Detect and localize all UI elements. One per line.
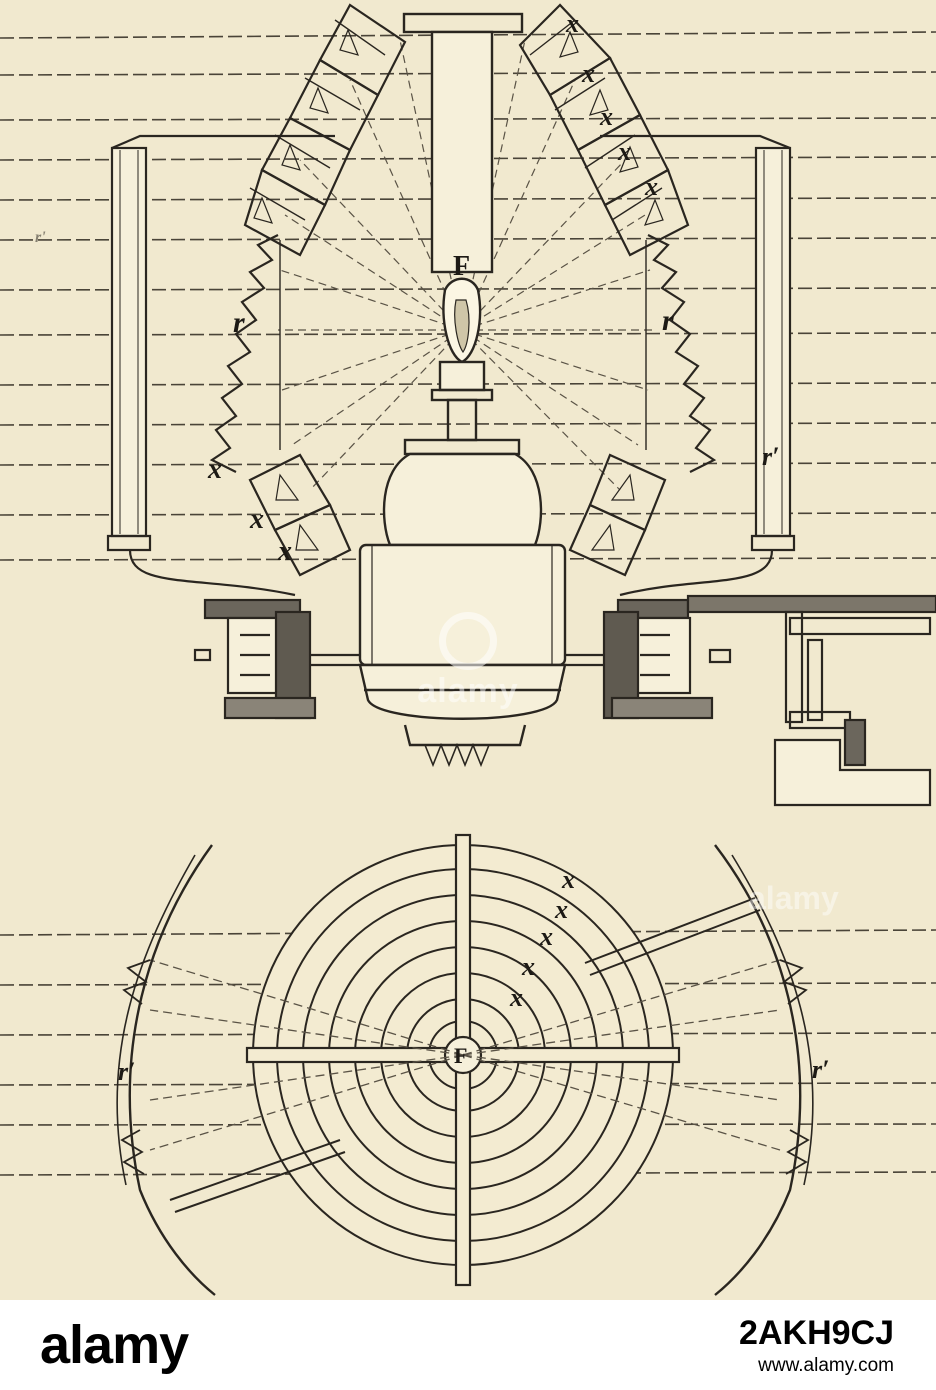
engraving-svg: F r r r′ r' x x x x x x x x x x x x x F … [0,3,936,1296]
plan-refractor-arcs [116,844,814,1296]
refractor-prime-label-upper: r′ [762,442,779,471]
upper-left-prisms [243,3,407,257]
image-id: 2AKH9CJ [739,1313,894,1352]
watermark-center: alamy [388,612,548,722]
plan-focus-rays [149,959,781,1151]
prism-label-10: x [554,895,568,924]
prism-label-11: x [539,922,553,951]
carriage-mechanism [193,594,936,807]
prism-label-2: x [249,504,264,535]
refractor-prime-label-right: r′ [812,1055,829,1084]
stock-footer-bar: alamy 2AKH9CJ www.alamy.com [0,1300,936,1390]
focus-label-lower: F [454,1043,467,1068]
upper-right-prisms [518,3,690,257]
refractor-label-right: r [662,304,674,337]
chimney [402,12,524,274]
prism-label-7: x [617,137,631,166]
side-rods [106,134,796,597]
prism-label-8: x [644,172,658,201]
refractor-label-left: r [233,306,245,339]
prism-label-9: x [561,865,575,894]
watermark-upper-right-text: alamy [748,880,839,916]
prism-label-6: x [599,102,613,131]
refractor-prime-label-left: r′ [118,1057,135,1086]
prism-label-13: x [509,983,523,1012]
prism-label-1: x [207,454,222,485]
refractor-belts [209,234,717,473]
cross-bars [245,833,681,1287]
lighthouse-lens-engraving: F r r r′ r' x x x x x x x x x x x x x F … [0,3,936,1296]
footer-meta: 2AKH9CJ www.alamy.com [739,1314,894,1377]
watermark-logo-icon [439,612,497,670]
faint-refractor-label: r' [35,229,46,246]
prism-label-3: x [277,536,292,567]
focus-label-upper: F [453,251,470,282]
diagram-labels: F r r r′ r' x x x x x x x x x x x x x F … [35,9,829,1086]
lamp-body [358,277,567,768]
prism-label-4: x [565,9,579,38]
watermark-center-text: alamy [417,672,519,710]
prism-label-5: x [581,59,595,88]
site-url: www.alamy.com [758,1354,894,1376]
upper-focus-rays [278,39,652,491]
lower-prisms [248,453,667,577]
brand-logo: alamy [40,1315,189,1375]
prism-label-12: x [521,952,535,981]
